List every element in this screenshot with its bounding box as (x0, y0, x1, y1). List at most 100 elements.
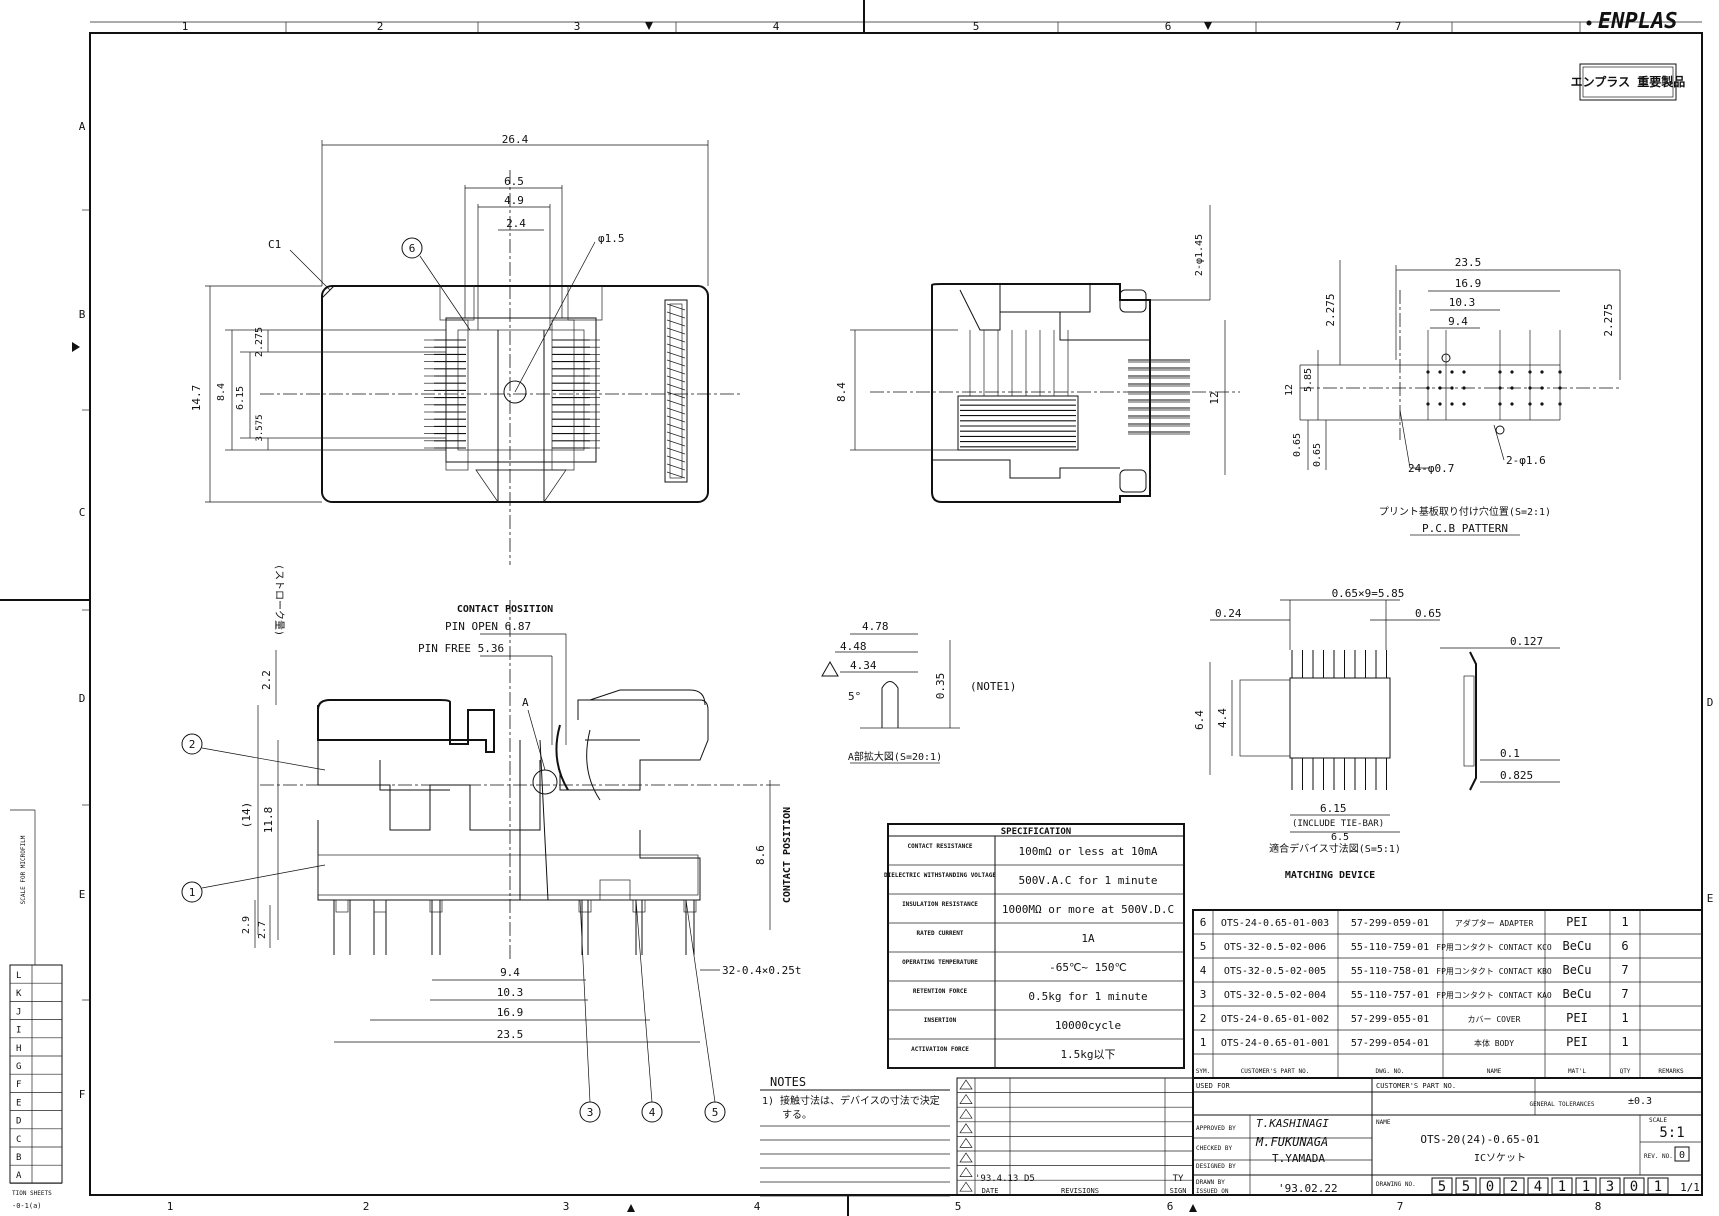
part-qty: 6 (1621, 939, 1628, 953)
pcb-holes (1426, 330, 1562, 435)
border-row-right-E: E (1707, 892, 1714, 905)
spec-item: ACTIVATION FORCE (911, 1046, 969, 1053)
pcb-dim-23-5: 23.5 (1455, 256, 1482, 269)
match-dim-5-85: 0.65×9=5.85 (1332, 587, 1405, 600)
stamp-text: エンプラス 重要製品 (1571, 74, 1686, 89)
dim-16-9: 16.9 (497, 1006, 524, 1019)
detail-angle: 5° (848, 690, 861, 703)
border-col-top-5: 5 (973, 20, 980, 33)
border-col-bottom-3: 3 (563, 1200, 570, 1213)
drawn-label: DRAWN BY (1196, 1179, 1225, 1186)
parts-header: CUSTOMER'S PART NO. (1241, 1068, 1310, 1075)
title-block: USED FOR CUSTOMER'S PART NO. GENERAL TOL… (1192, 1077, 1703, 1196)
product-name-jp: ICソケット (1474, 1152, 1526, 1164)
part-name: FP用コンタクト CONTACT KBO (1436, 967, 1552, 976)
part-name: FP用コンタクト CONTACT KAO (1436, 991, 1552, 1000)
part-name: 本体 BODY (1474, 1038, 1514, 1048)
part-dwg-no: 57-299-055-01 (1351, 1014, 1429, 1025)
dim-10-3: 10.3 (497, 986, 524, 999)
dim-4-9: 4.9 (504, 194, 524, 207)
parts-header: REMARKS (1658, 1068, 1684, 1075)
spec-item: RETENTION FORCE (913, 988, 968, 995)
customers-part-label: CUSTOMER'S PART NO. (1376, 1082, 1456, 1090)
scale-label: SCALE (1649, 1117, 1667, 1124)
detail-dim-4-34: 4.34 (850, 659, 877, 672)
strip-letter: J (16, 1007, 21, 1017)
pcb-pattern: 23.5 16.9 10.3 9.4 2.275 2.275 12 5.85 0… (1284, 256, 1621, 536)
part-sym: 3 (1200, 988, 1207, 1001)
part-material: PEI (1566, 1035, 1588, 1049)
side-view: 8.4 12 2-φ1.45 (835, 205, 1240, 503)
part-dwg-no: 57-299-054-01 (1351, 1038, 1429, 1049)
border-row-E: E (79, 888, 86, 901)
microfilm-label: SCALE FOR MICROFILM (20, 835, 27, 904)
border-col-bottom-4: 4 (754, 1200, 761, 1213)
border-col-top-4: 4 (773, 20, 780, 33)
dim-2-2: 2.2 (260, 670, 273, 690)
drawing-digit: 4 (1534, 1179, 1542, 1195)
detail-dim-0-35: 0.35 (934, 673, 947, 700)
match-dim-0-127: 0.127 (1510, 635, 1543, 648)
revision-date: '93.4.13 (975, 1174, 1018, 1184)
dim-6-5: 6.5 (504, 175, 524, 188)
brand-logo: ENPLAS (1586, 9, 1677, 34)
part-sym: 2 (1200, 1012, 1207, 1025)
logo-text: ENPLAS (1598, 9, 1677, 34)
parts-header: DWG. NO. (1376, 1068, 1405, 1075)
part-material: PEI (1566, 915, 1588, 929)
pcb-dim-5-85: 5.85 (1303, 368, 1314, 392)
detail-caption: A部拡大図(S=20:1) (848, 750, 942, 763)
part-sym: 1 (1200, 1036, 1207, 1049)
date-label: DATE (982, 1187, 999, 1195)
part-qty: 7 (1621, 987, 1628, 1001)
part-customer-no: OTS-32-0.5-02-004 (1224, 990, 1326, 1001)
designed-label: DESIGNED BY (1196, 1163, 1236, 1170)
balloon-2: 2 (189, 738, 196, 751)
revisions-label: REVISIONS (1061, 1187, 1099, 1195)
part-qty: 1 (1621, 1035, 1628, 1049)
notes-block: NOTES 1) 接触寸法は、デバイスの寸法で決定 する。 (760, 1075, 950, 1197)
part-material: BeCu (1563, 963, 1592, 977)
part-dwg-no: 57-299-059-01 (1351, 918, 1429, 929)
front-pins (333, 899, 697, 955)
balloon-5: 5 (712, 1106, 719, 1119)
pcb-dim-12: 12 (1284, 384, 1295, 396)
detail-a-mark: A (522, 696, 529, 709)
part-qty: 1 (1621, 915, 1628, 929)
approved-name: T.KASHINAGI (1256, 1117, 1329, 1130)
checked-label: CHECKED BY (1196, 1145, 1233, 1152)
spec-value: 500V.A.C for 1 minute (1018, 874, 1157, 887)
match-dim-4-4: 4.4 (1216, 708, 1229, 728)
part-material: BeCu (1563, 939, 1592, 953)
ty-label: TY (1173, 1174, 1184, 1184)
spec-value: 1000MΩ or more at 500V.D.C (1002, 903, 1174, 916)
part-qty: 7 (1621, 963, 1628, 977)
revision-code: D5 (1024, 1174, 1035, 1184)
match-dim-0-24: 0.24 (1215, 607, 1242, 620)
rev-no-label: REV. NO. (1644, 1153, 1673, 1160)
dim-side-12: 12 (1208, 391, 1221, 404)
spec-value: -65℃~ 150℃ (1049, 961, 1127, 974)
strip-letter: I (16, 1026, 21, 1036)
name-label: NAME (1376, 1119, 1391, 1126)
strip-letter: G (16, 1062, 21, 1072)
pcb-dim-2-275-a: 2.275 (1324, 293, 1337, 326)
contact-position-vertical: CONTACT POSITION (782, 807, 793, 903)
part-customer-no: OTS-32-0.5-02-005 (1224, 966, 1326, 977)
general-tolerances-label: GENERAL TOLERANCES (1529, 1101, 1594, 1108)
notes-title: NOTES (770, 1075, 806, 1089)
strip-letter: E (16, 1098, 21, 1108)
part-name: アダプター ADAPTER (1455, 918, 1534, 928)
dim-2-4: 2.4 (506, 217, 526, 230)
spec-value: 100mΩ or less at 10mA (1018, 845, 1157, 858)
dim-c1: C1 (268, 238, 281, 251)
rev-no-value: 0 (1679, 1150, 1685, 1161)
border-row-right-D: D (1707, 696, 1714, 709)
part-customer-no: OTS-32-0.5-02-006 (1224, 942, 1326, 953)
border-col-bottom-6: 6 (1167, 1200, 1174, 1213)
